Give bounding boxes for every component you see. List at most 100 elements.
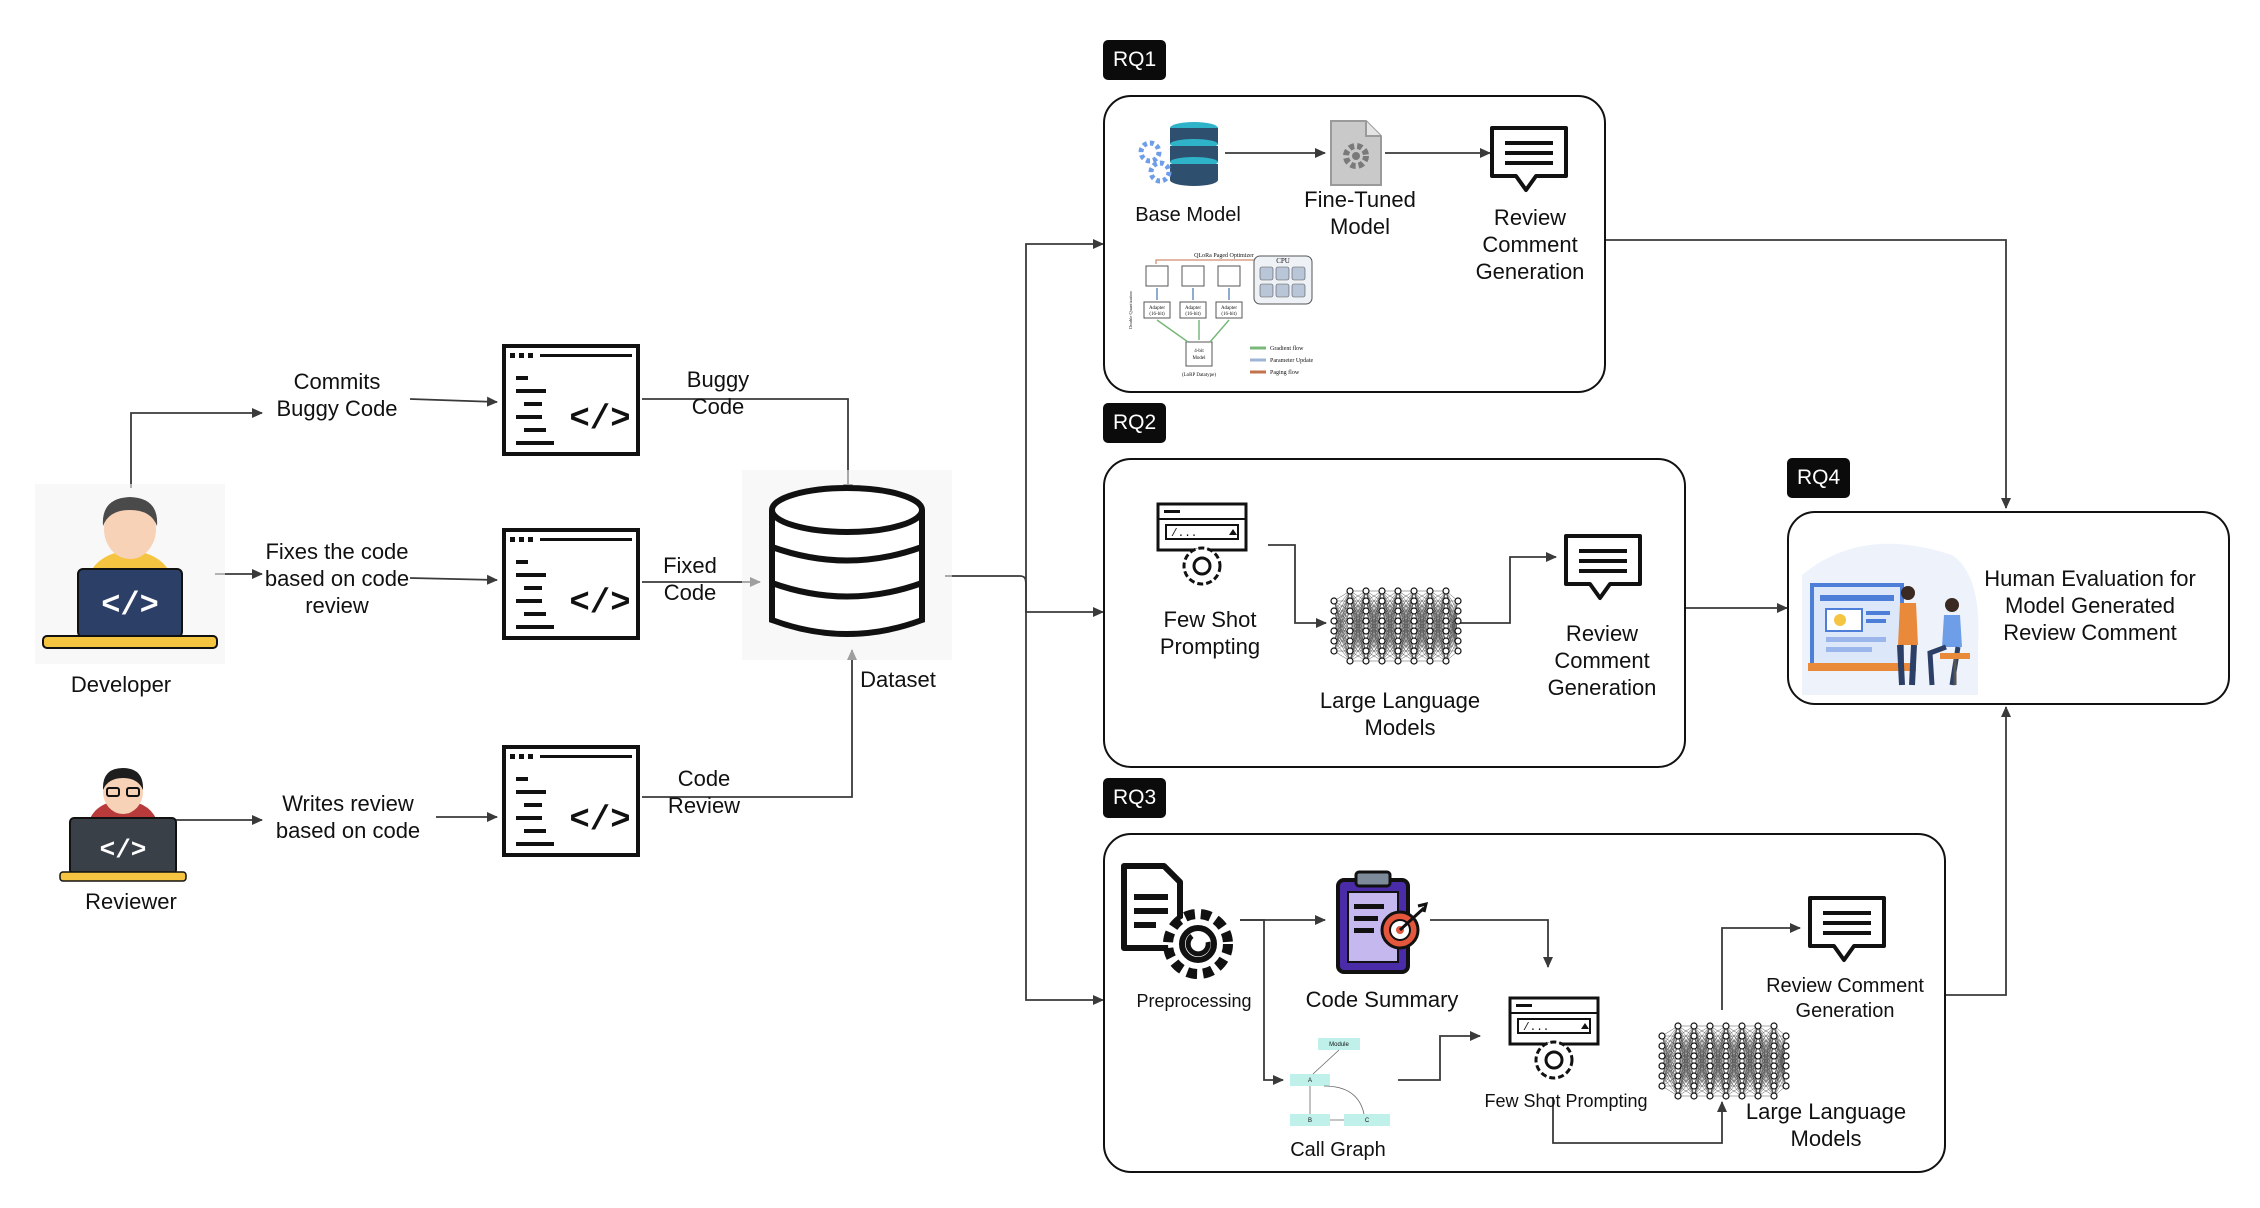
nn-node	[1782, 1032, 1790, 1040]
rq2-tag: RQ2	[1103, 403, 1167, 443]
nn-node	[1394, 607, 1402, 615]
rq3-llm-line-2: Models	[1790, 1126, 1862, 1151]
nn-node	[1754, 1072, 1762, 1080]
rq3-review-line-1: Review Comment	[1766, 975, 1924, 997]
reviewer-icon: </>	[59, 768, 187, 882]
writes-line-1: Writes review	[282, 791, 414, 816]
qlora-adapter-3: Adapter	[1221, 306, 1237, 311]
nn-node	[1426, 647, 1434, 655]
nn-node	[1658, 1062, 1666, 1070]
nn-node	[1454, 617, 1462, 625]
nn-node	[1754, 1042, 1762, 1050]
arrow-commits-editor	[409, 396, 498, 407]
buggy-code-label: Buggy Code	[687, 366, 749, 420]
rq3-llm-label: Large Language Models	[1746, 1098, 1906, 1152]
comment-icon	[1808, 896, 1886, 962]
arrow-rq3-rq4	[1946, 706, 2011, 996]
neural-network-icon	[1658, 1022, 1790, 1100]
nn-node	[1346, 597, 1354, 605]
code-summary-label: Code Summary	[1305, 987, 1459, 1012]
writes-label: Writes review based on code	[276, 790, 420, 844]
rq4-line-2: Model Generated	[2005, 593, 2175, 618]
arrow-llm-review	[1460, 552, 1557, 624]
nn-node	[1706, 1032, 1714, 1040]
nn-node	[1346, 607, 1354, 615]
rq3-tag: RQ3	[1103, 778, 1167, 818]
dataset-label: Dataset	[860, 667, 936, 692]
qlora-adapter-2b: (16-bit)	[1185, 312, 1201, 317]
nn-node	[1722, 1052, 1730, 1060]
arrow-rq1-rq4	[1606, 239, 2011, 509]
commits-line-1: Commits	[293, 369, 381, 394]
nn-node	[1362, 627, 1370, 635]
nn-node	[1378, 657, 1386, 665]
qlora-diagram: QLoRa Paged Optimizer CPU Adapter (16-bi…	[1128, 253, 1313, 378]
nn-node	[1690, 1092, 1698, 1100]
nn-node	[1330, 597, 1338, 605]
nn-node	[1442, 647, 1450, 655]
nn-node	[1722, 1042, 1730, 1050]
nn-node	[1770, 1072, 1778, 1080]
nn-node	[1410, 627, 1418, 635]
qlora-adapter-1b: (16-bit)	[1149, 312, 1165, 317]
nn-node	[1754, 1082, 1762, 1090]
qlora-caption: (LoRP Datatype)	[1182, 373, 1216, 378]
nn-node	[1754, 1052, 1762, 1060]
rq4-panel	[1787, 511, 2230, 705]
nn-node	[1690, 1072, 1698, 1080]
nn-node	[1658, 1032, 1666, 1040]
nn-node	[1738, 1032, 1746, 1040]
nn-node	[1394, 587, 1402, 595]
nn-node	[1442, 657, 1450, 665]
nn-node	[1754, 1062, 1762, 1070]
nn-node	[1410, 607, 1418, 615]
commits-label: Commits Buggy Code	[276, 368, 397, 422]
nn-node	[1410, 597, 1418, 605]
rq4-line-3: Review Comment	[2003, 620, 2177, 645]
nn-node	[1442, 627, 1450, 635]
nn-node	[1362, 637, 1370, 645]
rq1-tag: RQ1	[1103, 40, 1167, 80]
svg-text:</>: </>	[569, 401, 630, 439]
qlora-title: QLoRa Paged Optimizer	[1194, 253, 1254, 259]
nn-node	[1330, 617, 1338, 625]
rq2-review-line-3: Generation	[1547, 675, 1657, 700]
arrow-summary-fewshot	[1430, 919, 1553, 968]
nn-node	[1442, 617, 1450, 625]
nn-node	[1378, 597, 1386, 605]
rq2-few-shot-label: Few Shot Prompting	[1160, 606, 1260, 660]
commits-line-2: Buggy Code	[276, 396, 398, 421]
nn-node	[1362, 607, 1370, 615]
preprocessing-label: Preprocessing	[1136, 991, 1252, 1011]
rq2-panel	[1103, 458, 1686, 768]
nn-node	[1330, 637, 1338, 645]
svg-text:</>: </>	[569, 802, 630, 840]
qlora-model-1: 4-bit	[1194, 349, 1204, 354]
arrow-fixes-editor	[409, 574, 498, 585]
nn-node	[1346, 647, 1354, 655]
nn-node	[1362, 587, 1370, 595]
qlora-side: Double Quantization	[1128, 290, 1133, 328]
rq4-label: Human Evaluation for Model Generated Rev…	[1984, 565, 2196, 646]
svg-text:</>: </>	[101, 587, 159, 624]
nn-node	[1378, 627, 1386, 635]
nn-node	[1454, 637, 1462, 645]
nn-node	[1426, 657, 1434, 665]
branch-rq1	[1025, 239, 1104, 586]
rq3-few-shot-label: Few Shot Prompting	[1484, 1091, 1648, 1111]
rq3-review-label: Review Comment Generation	[1766, 974, 1924, 1024]
nn-node	[1674, 1092, 1682, 1100]
nn-node	[1454, 627, 1462, 635]
nn-node	[1454, 597, 1462, 605]
prompt-window-icon: /...	[1156, 502, 1248, 586]
qlora-adapter-1: Adapter	[1149, 306, 1165, 311]
qlora-legend-1: Gradient flow	[1270, 345, 1304, 352]
rq1-review-line-1: Review	[1493, 205, 1567, 230]
nn-node	[1346, 617, 1354, 625]
buggy-line-1: Buggy	[686, 367, 750, 392]
trunk-dataset	[945, 575, 1027, 587]
nn-node	[1738, 1052, 1746, 1060]
qlora-model-2: Model	[1192, 356, 1206, 361]
branch-rq3	[1025, 586, 1104, 1005]
nn-node	[1658, 1072, 1666, 1080]
